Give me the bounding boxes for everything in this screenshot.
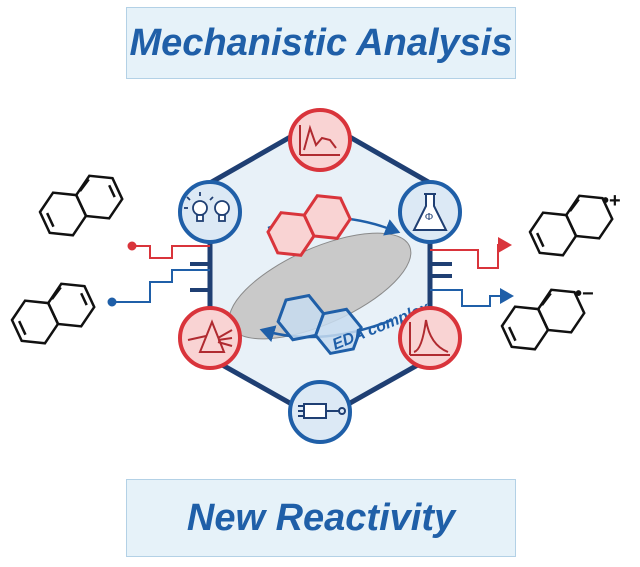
title-banner-bottom: New Reactivity	[126, 479, 516, 557]
emission-spectrum-icon	[409, 319, 450, 356]
naphthalene-radical-anion	[500, 288, 586, 351]
radical-anion-charge: •−	[575, 283, 594, 305]
red-naphthalene-center	[266, 194, 352, 257]
electrochemistry-probe-icon	[298, 403, 346, 419]
naphthalene-left-top	[38, 174, 124, 237]
prism-spectroscopy-icon	[187, 319, 233, 353]
node-lower-right	[398, 306, 462, 370]
title-new-reactivity: New Reactivity	[186, 496, 456, 539]
right-output-wires	[430, 237, 514, 307]
node-upper-right: Φ	[398, 180, 462, 244]
radical-cation-charge: •+	[602, 190, 621, 212]
node-bottom	[288, 380, 352, 444]
node-top	[288, 108, 352, 172]
title-mechanistic-analysis: Mechanistic Analysis	[129, 21, 513, 64]
left-input-wires	[107, 241, 210, 307]
naphthalene-radical-cation	[528, 194, 614, 257]
node-lower-left	[178, 306, 242, 370]
blue-naphthalene-center	[276, 293, 363, 356]
quantum-yield-flask-icon	[412, 193, 448, 231]
title-banner-top: Mechanistic Analysis	[126, 7, 516, 79]
svg-text:Φ: Φ	[425, 211, 433, 223]
transient-absorption-spectrum-icon	[299, 124, 340, 156]
light-bulbs-icon	[184, 192, 230, 222]
naphthalene-left-bottom	[10, 282, 96, 345]
node-upper-left	[178, 180, 242, 244]
